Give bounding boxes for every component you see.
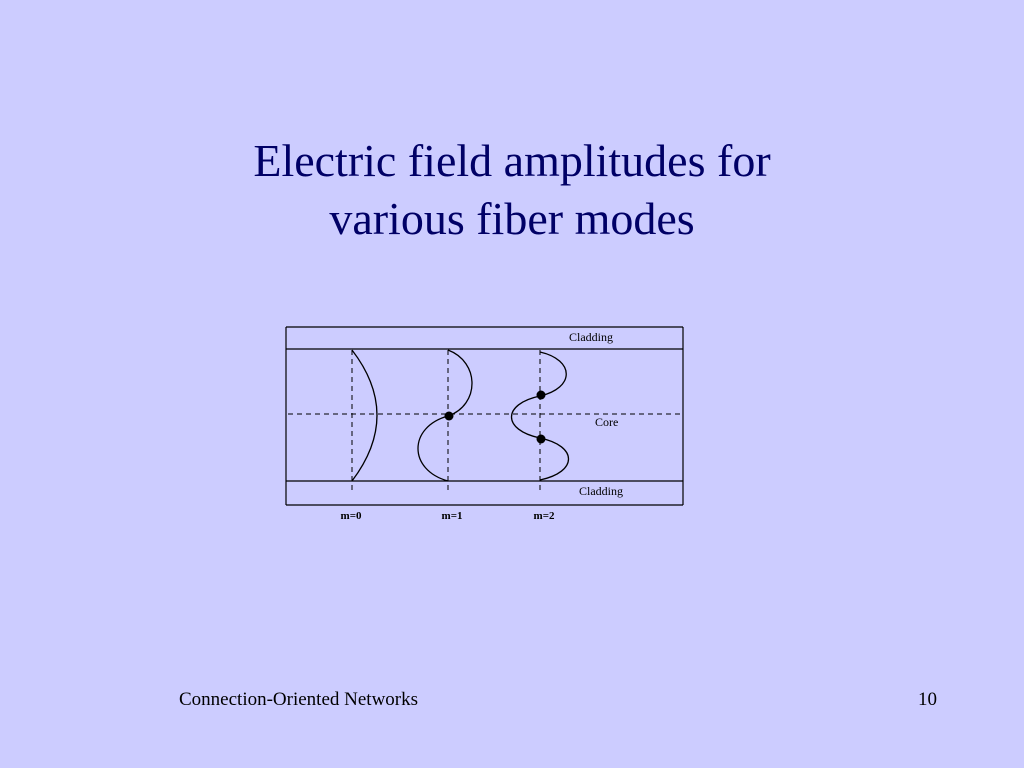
mode-0-label: m=0: [341, 510, 362, 522]
footer-course-name: Connection-Oriented Networks: [179, 689, 419, 710]
cladding-bottom-label: Cladding: [579, 484, 623, 498]
core-label: Core: [595, 415, 618, 429]
mode-1-null-point: [444, 411, 454, 421]
mode-1-label: m=1: [442, 510, 463, 522]
cladding-top-label: Cladding: [569, 330, 613, 344]
mode-0-field-curve: [351, 349, 378, 482]
mode-2-null-point-upper: [536, 390, 546, 400]
footer-page-number: 10: [918, 689, 937, 710]
slide-title-line-1: Electric field amplitudes for: [253, 135, 771, 186]
slide-title-line-2: various fiber modes: [329, 193, 695, 244]
mode-2-label: m=2: [534, 510, 555, 522]
mode-2-null-point-lower: [536, 434, 546, 444]
slide-title: Electric field amplitudes for various fi…: [0, 132, 1024, 248]
mode-2-field-curve: [511, 351, 569, 481]
